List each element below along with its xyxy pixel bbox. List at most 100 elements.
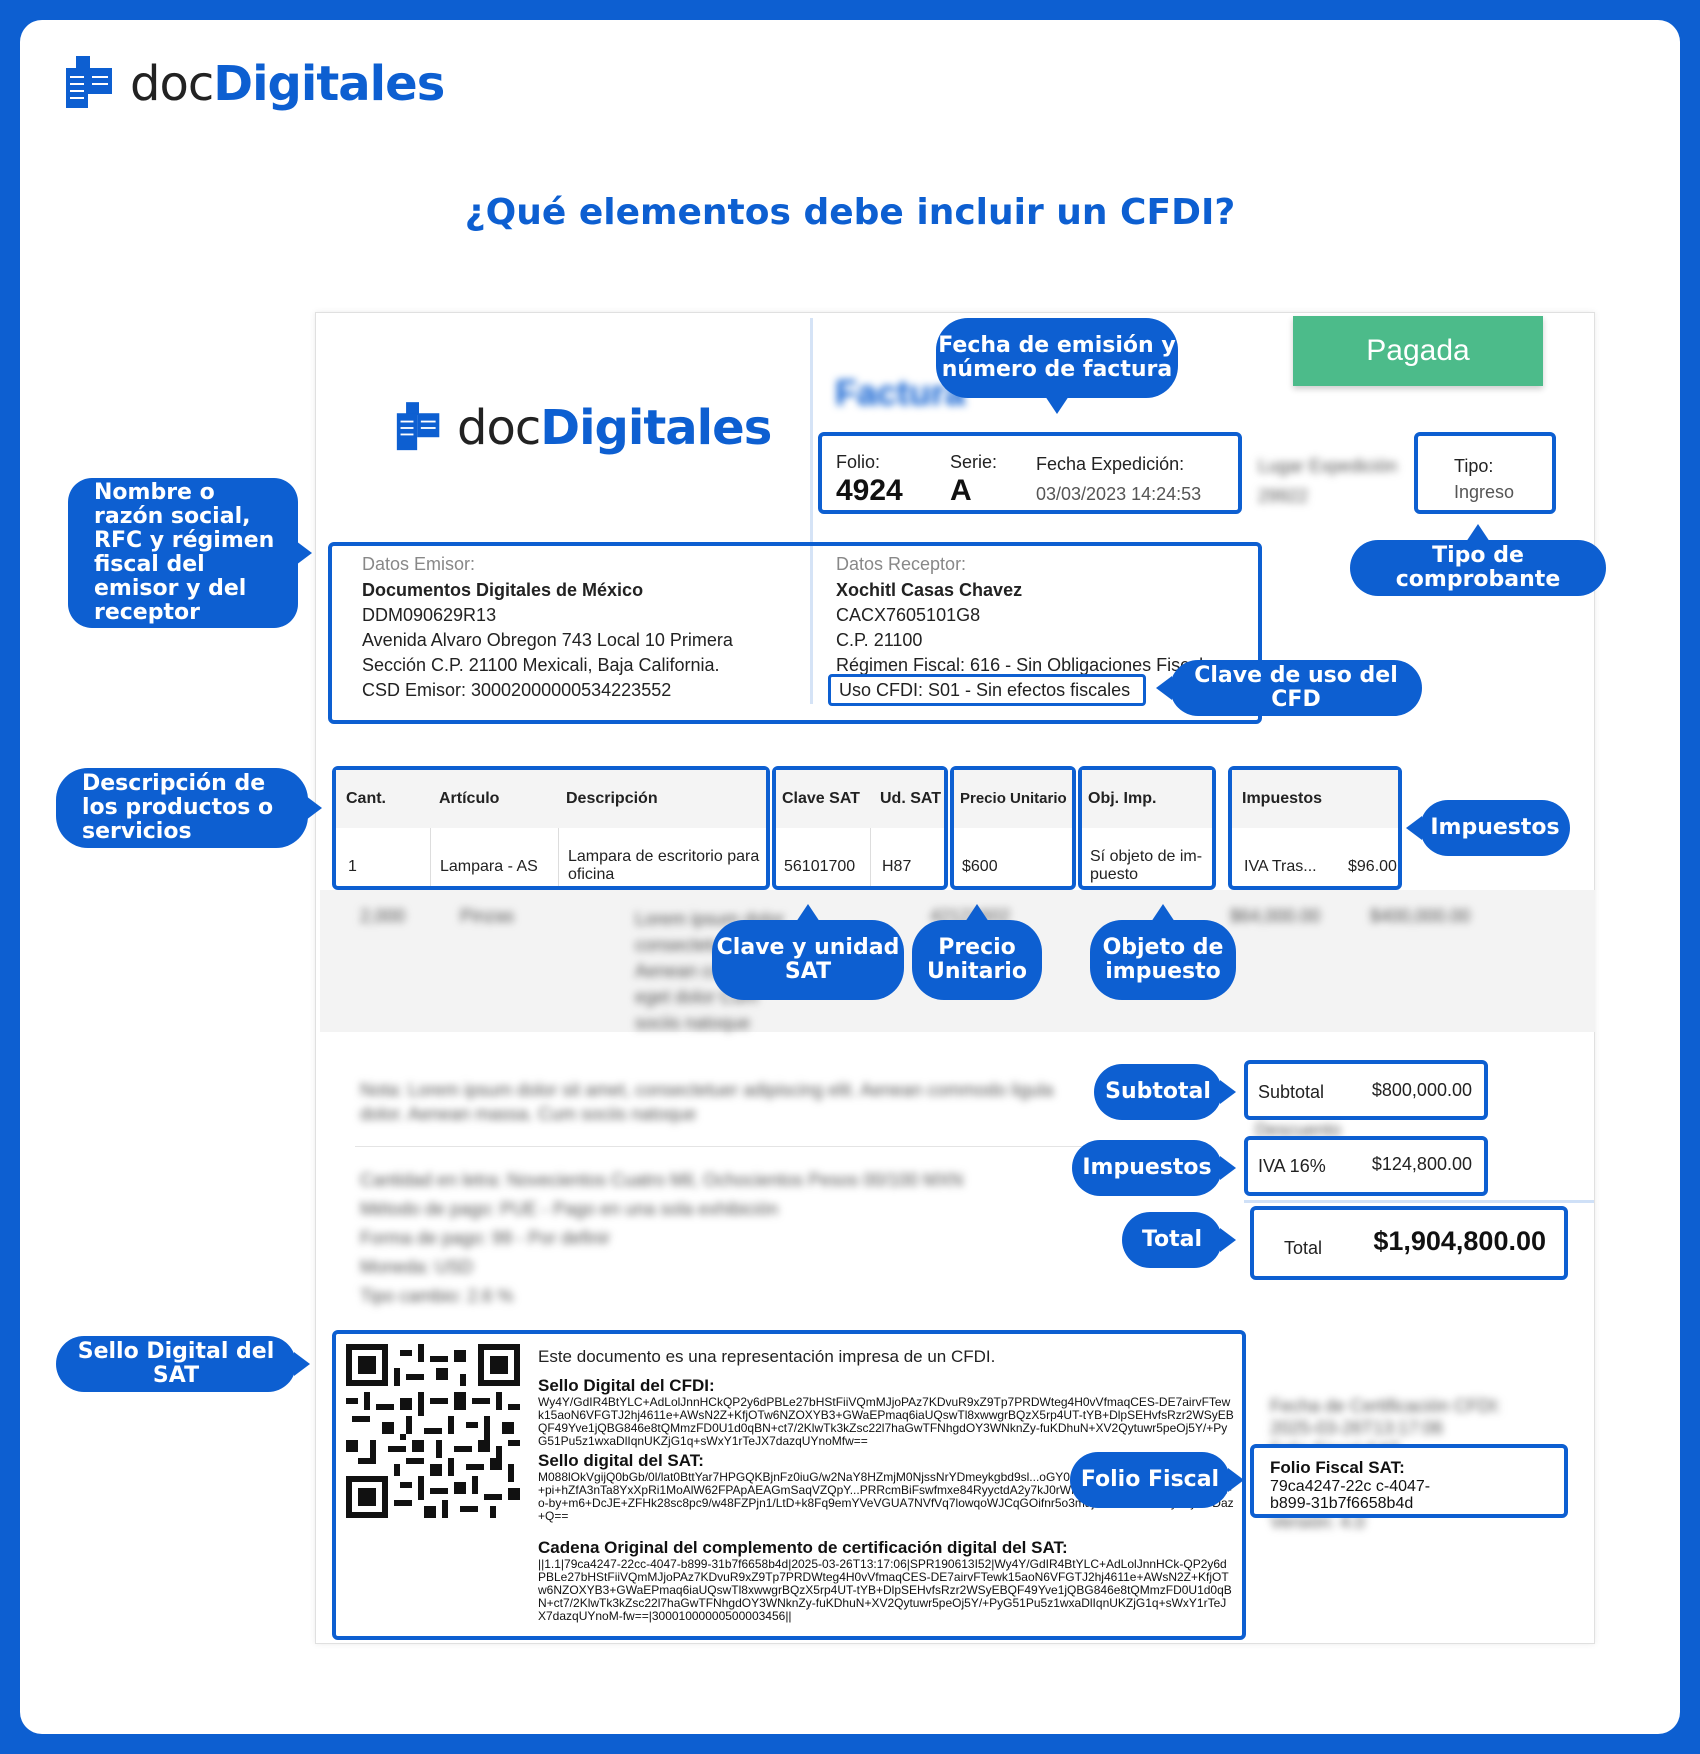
uso-cfdi: Uso CFDI: S01 - Sin efectos fiscales	[839, 680, 1131, 700]
divider	[355, 1146, 1095, 1147]
table-header-bg	[1082, 770, 1212, 828]
callout-clave: Clave y unidad SAT	[712, 904, 904, 1000]
sello-cfdi: Wy4Y/GdIR4BtYLC+AdLolJnnHCkQP2y6dPBLe27b…	[538, 1396, 1234, 1448]
sat-intro: Este documento es una representación imp…	[538, 1347, 996, 1366]
receptor-name: Xochitl Casas Chavez	[836, 580, 1023, 600]
brand-wordmark: docDigitales	[130, 56, 445, 112]
blurred-certificacion: 2025-03-26T13:17:06	[1270, 1418, 1444, 1438]
cadena-original: ||1.1|79ca4247-22cc-4047-b899-31b7f6658b…	[538, 1558, 1232, 1623]
blurred-nota: Nota: Lorem ipsum dolor sit amet, consec…	[360, 1080, 1054, 1100]
th-descripcion: Descripción	[566, 790, 658, 807]
table-precio-box: Precio Unitario $600	[950, 766, 1076, 890]
blurred-lugar: Lugar Expedición	[1258, 456, 1398, 476]
header-divider	[810, 318, 813, 718]
callout-objeto: Objeto de impuesto	[1090, 904, 1236, 1000]
blurred-descuento: Descuento	[1255, 1120, 1342, 1140]
fecha-label: Fecha Expedición:	[1036, 454, 1185, 474]
folio-fiscal-label: Folio Fiscal SAT:	[1270, 1458, 1405, 1477]
subtotal-box: Subtotal $800,000.00	[1244, 1060, 1488, 1120]
iva-value: $124,800.00	[1371, 1154, 1472, 1174]
invoice-logo: docDigitales	[395, 400, 772, 456]
blurred-line: Cantidad en letra: Novecientos Cuatro Mi…	[360, 1170, 964, 1190]
iva-box: IVA 16% $124,800.00	[1244, 1136, 1488, 1196]
total-value: $1,904,800.00	[1373, 1226, 1546, 1256]
td-articulo: Lampara - AS	[440, 858, 538, 875]
th-impuestos: Impuestos	[1242, 790, 1323, 807]
total-rule	[1244, 1200, 1594, 1203]
th-ud: Ud. SAT	[880, 790, 942, 807]
table-clave-box: Clave SAT Ud. SAT 56101700 H87	[772, 766, 948, 890]
total-box: Total $1,904,800.00	[1250, 1206, 1568, 1280]
receptor-label: Datos Receptor:	[836, 554, 967, 574]
td-imp-name: IVA Tras...	[1244, 858, 1317, 875]
subtotal-label: Subtotal	[1258, 1082, 1325, 1102]
th-obj: Obj. Imp.	[1088, 790, 1157, 807]
blurred-row: $64,000.00	[1230, 906, 1321, 926]
serie-value: A	[950, 474, 972, 507]
tipo-label: Tipo:	[1454, 456, 1494, 476]
callout-subtotal: Subtotal	[1094, 1064, 1236, 1120]
th-articulo: Artículo	[439, 790, 500, 807]
table-header-bg	[776, 770, 944, 828]
blurred-line: Forma de pago: 99 - Por definir	[360, 1228, 611, 1248]
folio-value: 4924	[836, 474, 903, 507]
emisor-csd: CSD Emisor: 30002000000534223552	[362, 680, 672, 700]
blurred-row: 2,000	[360, 906, 406, 926]
callout-folio-fiscal: Folio Fiscal	[1070, 1452, 1244, 1508]
col-sep	[558, 828, 559, 886]
fecha-value: 03/03/2023 14:24:53	[1036, 484, 1202, 504]
emisor-label: Datos Emisor:	[362, 554, 476, 574]
receptor-cp: C.P. 21100	[836, 630, 923, 650]
td-ud: H87	[882, 858, 912, 875]
iva-label: IVA 16%	[1258, 1156, 1326, 1176]
table-header-bg	[1232, 770, 1398, 828]
callout-total: Total	[1122, 1212, 1236, 1268]
callout-sello: Sello Digital del SAT	[56, 1336, 310, 1392]
invoice-wordmark: docDigitales	[457, 400, 772, 456]
td-descripcion: Lampara de escritorio para oficina	[568, 848, 760, 883]
header-logo: docDigitales	[64, 56, 445, 112]
th-clave: Clave SAT	[782, 790, 860, 807]
table-obj-box: Obj. Imp. Sí objeto de im-puesto	[1078, 766, 1216, 890]
td-imp-value: $96.00	[1348, 858, 1397, 875]
col-sep	[870, 828, 871, 886]
callout-precio: Precio Unitario	[912, 904, 1042, 1000]
callout-fecha: Fecha de emisión y número de factura	[936, 318, 1178, 414]
blurred-line: Método de pago: PUE - Pago en una sola e…	[360, 1199, 779, 1219]
callout-productos: Descripción de los productos o servicios	[56, 768, 322, 848]
blurred-certificacion: Fecha de Certificación CFDI:	[1270, 1396, 1502, 1416]
sello-cfdi-title: Sello Digital del CFDI:	[538, 1376, 715, 1395]
blurred-line: Tipo cambio: 2.6 %	[360, 1286, 514, 1306]
blurred-line: Moneda: USD	[360, 1257, 474, 1277]
col-sep	[430, 828, 431, 886]
table-header-bg	[336, 770, 766, 828]
tipo-value: Ingreso	[1454, 482, 1515, 502]
qr-code-icon	[346, 1344, 520, 1518]
folio-box: Folio: 4924 Serie: A Fecha Expedición: 0…	[818, 432, 1242, 514]
td-clave: 56101700	[784, 858, 856, 875]
total-label: Total	[1284, 1238, 1323, 1258]
sello-sat-title: Sello digital del SAT:	[538, 1451, 704, 1470]
callout-tipo: Tipo de comprobante	[1350, 524, 1606, 596]
sat-box: Este documento es una representación imp…	[332, 1330, 1246, 1640]
cadena-title: Cadena Original del complemento de certi…	[538, 1538, 1068, 1557]
blurred-row: Pinzas	[460, 906, 515, 926]
tipo-box: Tipo: Ingreso	[1414, 432, 1556, 514]
status-badge: Pagada	[1293, 316, 1543, 386]
td-obj: Sí objeto de im-puesto	[1090, 848, 1203, 883]
folio-fiscal-box: Folio Fiscal SAT: 79ca4247-22c c-4047-b8…	[1250, 1444, 1568, 1518]
th-precio: Precio Unitario	[960, 790, 1067, 807]
blurred-cp: 29922	[1258, 486, 1309, 506]
parties-divider	[810, 546, 813, 704]
subtotal-value: $800,000.00	[1371, 1080, 1472, 1100]
callout-uso: Clave de uso del CFD	[1156, 660, 1422, 716]
page-title: ¿Qué elementos debe incluir un CFDI?	[464, 192, 1236, 233]
emisor-address2: Sección C.P. 21100 Mexicali, Baja Califo…	[362, 655, 720, 675]
table-header-bg	[954, 770, 1072, 828]
emisor-name: Documentos Digitales de México	[362, 580, 644, 600]
serie-label: Serie:	[950, 452, 998, 472]
receptor-regimen: Régimen Fiscal: 616 - Sin Obligaciones F…	[836, 655, 1223, 675]
callout-emisor: Nombre o razón social, RFC y régimen fis…	[68, 478, 312, 628]
document-icon	[66, 56, 112, 108]
table-impuestos-box: Impuestos IVA Tras... $96.00	[1228, 766, 1402, 890]
